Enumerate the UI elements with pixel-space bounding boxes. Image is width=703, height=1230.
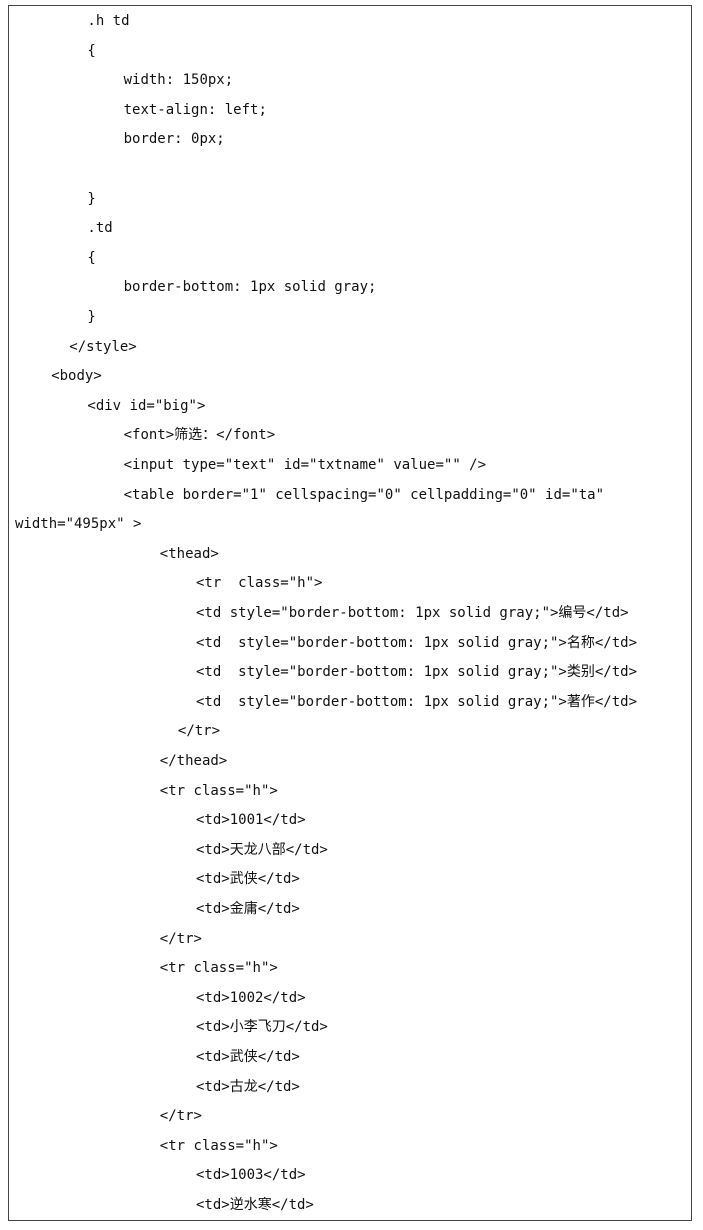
code-block: .h td { width: 150px; text-align: left; bord… [9, 6, 691, 1220]
code-line: <font>筛选：</font> [123, 427, 276, 444]
code-line: <tr class="h"> [159, 1137, 278, 1154]
code-line: { [87, 42, 96, 59]
code-line: <td>金庸</td> [196, 901, 300, 917]
code-line: </tr> [177, 723, 221, 740]
code-line: width: 150px; [123, 72, 234, 89]
code-line: <td>天龙八部</td> [196, 841, 328, 858]
code-line: <tr class="h"> [196, 575, 323, 592]
code-line: .h td [87, 13, 130, 29]
code-line: <td style="border-bottom: 1px solid gray… [196, 664, 638, 681]
code-line: <td>小李飞刀</td> [196, 1019, 328, 1036]
code-line: border-bottom: 1px solid gray; [123, 279, 377, 296]
code-line: width="495px" > [15, 516, 142, 533]
code-line: <td>武侠</td> [196, 1049, 300, 1065]
code-line: } [87, 190, 96, 207]
code-line: <td>1002</td> [196, 989, 306, 1006]
code-line: <body> [51, 368, 102, 385]
code-line: <td>武侠</td> [196, 871, 300, 888]
code-line: <td>古龙</td> [196, 1078, 300, 1095]
code-line: <td>1001</td> [196, 812, 306, 829]
code-line: </tr> [159, 1108, 202, 1125]
code-line: </tr> [159, 930, 202, 947]
code-line: { [87, 249, 96, 266]
code-line: </thead> [159, 753, 228, 769]
code-line: <td>1003</td> [196, 1167, 306, 1184]
code-line: border: 0px; [123, 131, 225, 148]
code-line: <td>逆水寒</td> [196, 1197, 314, 1213]
code-line: .td [87, 220, 113, 237]
code-line: <div id="big"> [87, 397, 206, 414]
code-line: } [87, 309, 96, 325]
code-line: </style> [69, 338, 137, 355]
code-line: <thead> [159, 545, 219, 562]
code-line: <td style="border-bottom: 1px solid gray… [196, 634, 638, 651]
code-line: <input type="text" id="txtname" value=""… [123, 457, 487, 473]
code-line: text-align: left; [123, 101, 267, 118]
code-snippet-frame: .h td { width: 150px; text-align: left; bord… [8, 5, 692, 1221]
code-line: <tr class="h"> [159, 782, 278, 799]
code-line: <td style="border-bottom: 1px solid gray… [196, 693, 638, 710]
code-line: <tr class="h"> [159, 960, 278, 977]
code-line: <td style="border-bottom: 1px solid gray… [196, 605, 629, 621]
code-line: <table border="1" cellspacing="0" cellpa… [123, 486, 605, 503]
